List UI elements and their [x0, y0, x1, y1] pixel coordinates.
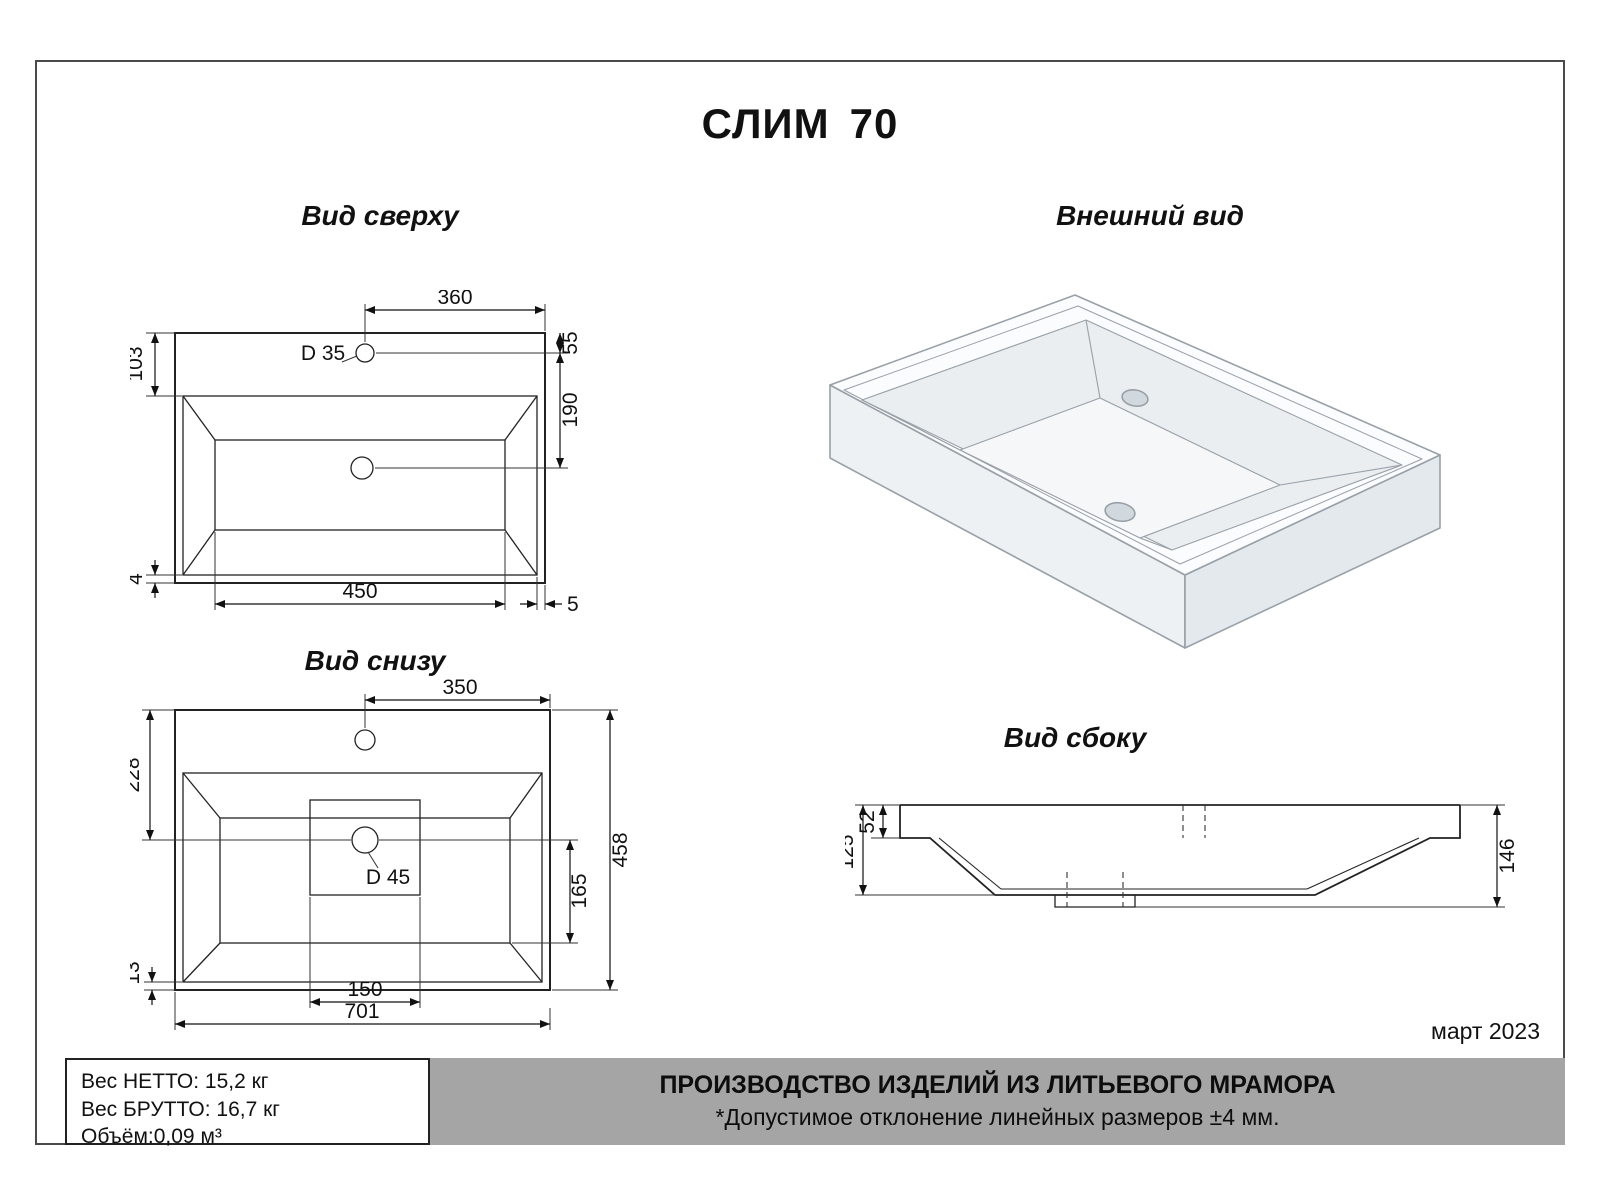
- bottom-view-dimensions: 350 228 D 45 165 458 13: [121, 676, 632, 1030]
- label-drain-diameter: D 45: [366, 866, 410, 889]
- drain-stub: [1054, 895, 1136, 908]
- external-view-panel: [800, 250, 1490, 725]
- dim-hole-to-edge: 350: [442, 678, 477, 699]
- faucet-hole: [1121, 389, 1149, 407]
- sink-3d-render: [829, 294, 1441, 649]
- model-name: СЛИМ: [701, 100, 830, 147]
- external-view-title: Внешний вид: [1056, 200, 1244, 231]
- label-faucet-diameter: D 35: [301, 342, 345, 365]
- dim-hole-to-drain: 190: [559, 392, 582, 427]
- dim-edge-gap: 13: [130, 961, 144, 984]
- sink-outer-edge: [174, 709, 551, 991]
- side-view-outline: [899, 804, 1461, 908]
- faucet-hole: [355, 343, 375, 363]
- dim-deck-depth: 103: [130, 346, 147, 381]
- side-view-panel: 52 125 146: [835, 772, 1535, 977]
- top-view-drawing: 360 55 103 D 35 190 4: [124, 286, 582, 616]
- top-view-panel: 360 55 103 D 35 190 4: [124, 286, 600, 630]
- dim-total-width: 701: [344, 1000, 379, 1023]
- external-view-drawing: [829, 294, 1441, 649]
- side-view-title: Вид сбоку: [1003, 722, 1147, 753]
- basin-wall-outline: [182, 772, 543, 983]
- drain-hole: [1104, 501, 1136, 523]
- bottom-view-drawing: 350 228 D 45 165 458 13: [121, 676, 632, 1030]
- dim-rim-thickness: 52: [856, 810, 879, 833]
- dim-recess-width: 150: [347, 978, 382, 1001]
- sink-outer-edge: [174, 332, 546, 584]
- side-view-drawing: 52 125 146: [835, 804, 1519, 908]
- volume: Объём:0,09 м³: [81, 1125, 222, 1149]
- net-weight: Вес НЕТТО: 15,2 кг: [81, 1070, 269, 1093]
- top-view-title: Вид сверху: [301, 200, 459, 231]
- date-label: март 2023: [1431, 1018, 1540, 1044]
- bottom-view-outline: [174, 709, 551, 991]
- basin-opening: [182, 395, 538, 576]
- dim-basin-height: 125: [845, 834, 858, 869]
- drain-hole: [351, 826, 379, 854]
- basin-floor-outline: [219, 817, 511, 944]
- top-view-dimensions: 360 55 103 D 35 190 4: [124, 286, 582, 616]
- dim-total-height: 146: [1496, 838, 1519, 873]
- page-title: СЛИМ 70: [0, 100, 1600, 148]
- bottom-view-panel: 350 228 D 45 165 458 13: [121, 676, 650, 1043]
- model-size: 70: [849, 100, 899, 147]
- drain-recess: [309, 799, 421, 896]
- dim-drain-to-front: 165: [568, 873, 591, 908]
- bottom-view-title: Вид снизу: [304, 645, 446, 676]
- dim-basin-width: 450: [342, 580, 377, 603]
- dim-hole-from-top: 55: [559, 331, 582, 354]
- footer-line1: ПРОИЗВОДСТВО ИЗДЕЛИЙ ИЗ ЛИТЬЕВОГО МРАМОР…: [659, 1071, 1336, 1099]
- footer-line2: *Допустимое отклонение линейных размеров…: [715, 1104, 1280, 1130]
- side-view-dimensions: 52 125 146: [835, 804, 1519, 908]
- drain-hole: [350, 456, 374, 480]
- dim-side-gap: 5: [567, 593, 579, 616]
- dim-hole-to-edge: 360: [437, 290, 472, 309]
- footer-bar: ПРОИЗВОДСТВО ИЗДЕЛИЙ ИЗ ЛИТЬЕВОГО МРАМОР…: [430, 1058, 1565, 1145]
- faucet-hole: [354, 729, 376, 751]
- dim-total-depth: 458: [609, 832, 632, 867]
- dim-bottom-gap: 4: [130, 573, 147, 585]
- gross-weight: Вес БРУТТО: 16,7 кг: [81, 1097, 280, 1121]
- top-view-outline: [174, 332, 546, 584]
- info-box: Вес НЕТТО: 15,2 кг Вес БРУТТО: 16,7 кг О…: [65, 1058, 430, 1148]
- dim-top-to-drain: 228: [130, 757, 144, 792]
- basin-bottom: [214, 439, 506, 531]
